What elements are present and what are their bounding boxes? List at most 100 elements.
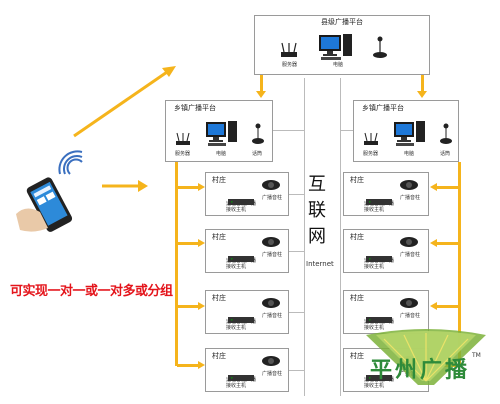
device-label: 远程智能广播 接收主机 — [364, 201, 395, 213]
right-trunk — [458, 162, 461, 366]
village-title: 村庄 — [350, 294, 364, 302]
village-title: 村庄 — [212, 294, 226, 302]
county-server-label: 服务器 — [282, 62, 298, 68]
receiver-device-icon — [366, 191, 392, 210]
internet-label-cn-1: 互 — [308, 174, 326, 195]
arrow-head-right — [417, 91, 427, 98]
computer-icon — [206, 121, 238, 151]
receiver-device-icon — [228, 309, 254, 328]
internet-label-en: Internet — [306, 260, 334, 268]
branch-right-2 — [436, 242, 458, 245]
link-village-l1 — [289, 194, 304, 195]
link-village-l3 — [289, 312, 304, 313]
device-label: 远程智能广播 接收主机 — [226, 319, 257, 331]
computer-icon — [319, 34, 353, 64]
branch-arrow-left-4 — [198, 361, 205, 369]
speaker-icon — [398, 295, 420, 315]
village-left-3: 村庄 广播音柱 远程智能广播 接收主机 — [205, 290, 289, 334]
device-label: 远程智能广播 接收主机 — [226, 201, 257, 213]
device-label: 远程智能广播 接收主机 — [364, 377, 395, 389]
receiver-device-icon — [366, 309, 392, 328]
village-left-1: 村庄 广播音柱 远程智能广播 接收主机 — [205, 172, 289, 216]
township-right-mic-label: 话筒 — [440, 151, 451, 157]
village-right-3: 村庄 广播音柱 远程智能广播 接收主机 — [343, 290, 429, 334]
branch-arrow-right-3 — [430, 302, 437, 310]
branch-arrow-right-2 — [430, 239, 437, 247]
computer-icon — [394, 121, 426, 151]
receiver-device-icon — [228, 248, 254, 267]
device-label: 远程智能广播 接收主机 — [226, 258, 257, 270]
township-platform-right: 乡镇广播平台 服务器 电脑 话筒 — [353, 100, 459, 162]
village-title: 村庄 — [350, 352, 364, 360]
branch-left-3 — [177, 305, 200, 308]
link-village-l2 — [289, 251, 304, 252]
speaker-label: 广播音柱 — [400, 313, 421, 319]
speaker-icon — [260, 177, 282, 197]
receiver-device-icon — [228, 191, 254, 210]
link-left-township-internet — [273, 130, 304, 131]
village-title: 村庄 — [350, 176, 364, 184]
branch-right-3 — [436, 305, 458, 308]
speaker-icon — [260, 234, 282, 254]
microphone-icon — [371, 36, 389, 64]
branch-right-1 — [436, 186, 458, 189]
speaker-label: 广播音柱 — [262, 371, 283, 377]
township-left-server-label: 服务器 — [175, 151, 191, 157]
receiver-device-icon — [366, 367, 392, 386]
internet-label-cn-2: 联 — [308, 200, 326, 221]
county-computer-label: 电脑 — [333, 62, 344, 68]
county-platform-title: 县级广播平台 — [321, 18, 363, 26]
watermark-logo — [356, 325, 496, 399]
device-label: 远程智能广播 接收主机 — [364, 319, 395, 331]
device-label: 远程智能广播 接收主机 — [364, 258, 395, 270]
link-right-township-internet — [340, 130, 353, 131]
village-left-2: 村庄 广播音柱 远程智能广播 接收主机 — [205, 229, 289, 273]
arrow-head-left — [256, 91, 266, 98]
township-platform-left: 乡镇广播平台 服务器 电脑 话筒 — [165, 100, 273, 162]
arrow-county-to-right — [421, 75, 424, 93]
township-right-server-label: 服务器 — [363, 151, 379, 157]
branch-left-1 — [177, 186, 200, 189]
watermark-tm: TM — [472, 352, 481, 359]
internet-line-right — [340, 78, 341, 396]
village-title: 村庄 — [350, 233, 364, 241]
branch-left-2 — [177, 242, 200, 245]
village-right-2: 村庄 广播音柱 远程智能广播 接收主机 — [343, 229, 429, 273]
slogan-text: 可实现一对一或一对多或分组 — [10, 284, 173, 299]
left-trunk — [175, 162, 178, 366]
village-right-1: 村庄 广播音柱 远程智能广播 接收主机 — [343, 172, 429, 216]
internet-line-left — [304, 78, 305, 396]
arrow-county-to-left — [260, 75, 263, 93]
microphone-icon — [438, 123, 454, 149]
branch-arrow-left-1 — [198, 183, 205, 191]
branch-left-4 — [177, 364, 200, 367]
branch-arrow-left-3 — [198, 302, 205, 310]
internet-label-cn-3: 网 — [308, 226, 326, 247]
speaker-label: 广播音柱 — [262, 195, 283, 201]
township-left-computer-label: 电脑 — [216, 151, 227, 157]
village-title: 村庄 — [212, 352, 226, 360]
router-icon — [362, 131, 380, 150]
county-platform: 县级广播平台 服务器 电脑 — [254, 15, 430, 75]
microphone-icon — [250, 123, 266, 149]
router-icon — [279, 42, 299, 62]
township-left-title: 乡镇广播平台 — [174, 104, 216, 112]
speaker-label: 广播音柱 — [262, 313, 283, 319]
speaker-icon — [260, 353, 282, 373]
phone-arrow-up — [70, 60, 180, 144]
village-title: 村庄 — [212, 233, 226, 241]
branch-arrow-right-1 — [430, 183, 437, 191]
link-village-l4 — [289, 370, 304, 371]
speaker-label: 广播音柱 — [400, 195, 421, 201]
speaker-icon — [398, 234, 420, 254]
speaker-label: 广播音柱 — [262, 252, 283, 258]
speaker-icon — [260, 295, 282, 315]
township-right-title: 乡镇广播平台 — [362, 104, 404, 112]
village-left-4: 村庄 广播音柱 远程智能广播 接收主机 — [205, 348, 289, 392]
receiver-device-icon — [228, 367, 254, 386]
device-label: 远程智能广播 接收主机 — [226, 377, 257, 389]
wifi-signal-icon — [56, 148, 86, 182]
phone-arrow-right — [100, 178, 150, 198]
smartphone-icon — [14, 176, 84, 240]
branch-arrow-left-2 — [198, 239, 205, 247]
